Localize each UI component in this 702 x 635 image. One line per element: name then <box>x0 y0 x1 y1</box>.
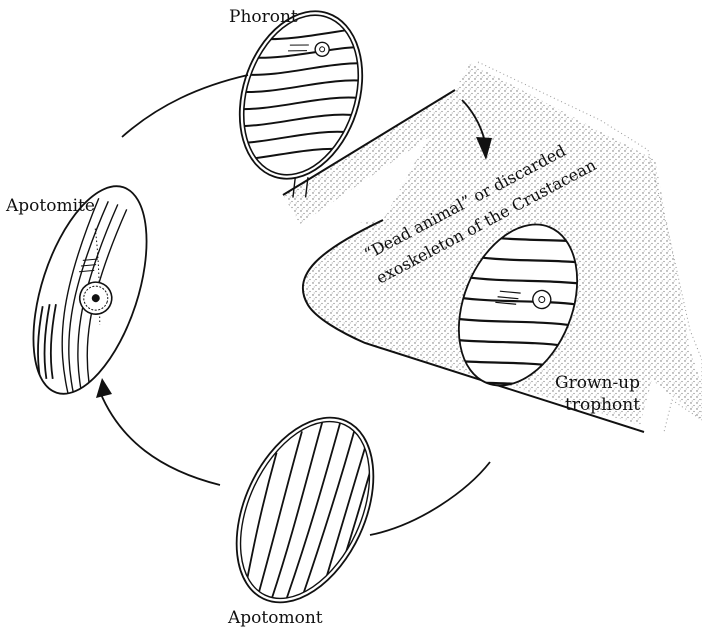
label-apotomont: Apotomont <box>227 608 323 628</box>
label-phoront: Phoront <box>229 7 298 27</box>
arrow-icon <box>96 378 112 398</box>
label-trophont-line1: Grown-up <box>555 373 640 393</box>
label-trophont-line2: trophont <box>565 395 640 415</box>
apotomont-cell <box>208 394 401 626</box>
label-apotomite: Apotomite <box>5 196 95 216</box>
